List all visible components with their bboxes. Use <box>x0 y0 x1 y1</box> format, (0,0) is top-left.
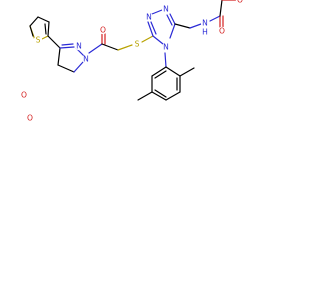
pyrazoline-nitrogen-atom: N <box>81 55 91 64</box>
triazole-bond <box>152 35 164 45</box>
amide-hydrogen-atom: H <box>201 28 209 37</box>
svg-text:O: O <box>219 27 225 36</box>
thiophene-bond <box>29 25 34 37</box>
triazole-nitrogen-atom: N <box>161 43 171 52</box>
n-acyl-bond <box>88 43 103 54</box>
nh-amide-bond <box>209 15 221 22</box>
n4-aryl-bond <box>164 52 167 68</box>
acyl-ch2-bond <box>101 43 119 51</box>
aryl-inner-bond <box>154 70 167 79</box>
thiophene-pyrazoline-bond <box>47 35 61 49</box>
bonds <box>29 0 237 101</box>
triazole-bond <box>151 9 163 15</box>
svg-text:H: H <box>202 28 208 37</box>
pyrazoline-nitrogen-atom: N <box>74 42 84 51</box>
carbonyl-oxygen-atom: O <box>98 26 108 35</box>
aryl-bond <box>165 91 181 101</box>
pyrazoline-bond <box>57 47 61 66</box>
pyrazoline-bond <box>59 46 75 49</box>
s-triazole-bond <box>141 35 154 43</box>
pyrazoline-bond <box>73 61 84 73</box>
svg-text:O: O <box>100 26 106 35</box>
aryl-bond <box>151 66 167 77</box>
triazole-bond <box>147 21 154 37</box>
thiophene-bond <box>37 16 50 23</box>
methoxy-oxygen-atom: O <box>19 91 29 100</box>
triazole-double-bond <box>150 21 157 35</box>
amide-oxygen-atom: O <box>217 27 227 36</box>
triazole-double-bond <box>166 14 173 26</box>
amide-nitrogen-atom: N <box>200 19 210 28</box>
pyrazoline-double-bond <box>61 43 74 46</box>
methyl-bond <box>179 67 195 77</box>
svg-text:N: N <box>83 55 89 64</box>
triazole-nitrogen-atom: N <box>144 13 154 22</box>
triazole-bond <box>169 13 176 25</box>
atom-labels: S N N O S N N N <box>19 0 245 123</box>
svg-text:N: N <box>146 13 152 22</box>
svg-text:N: N <box>76 42 82 51</box>
svg-text:O: O <box>27 114 33 123</box>
ether-oxygen-atom: O <box>235 0 245 5</box>
aryl-bond <box>151 91 167 101</box>
triazole-nitrogen-atom: N <box>161 5 171 14</box>
ch2-nh-bond <box>189 23 202 29</box>
thiophene-bond <box>47 21 50 37</box>
svg-text:N: N <box>163 5 169 14</box>
thiophene-bond <box>29 16 39 27</box>
methoxy-oxygen-atom: O <box>25 114 35 123</box>
svg-text:O: O <box>237 0 243 5</box>
triazole-bond <box>169 23 176 39</box>
thiophene-bond <box>44 23 47 35</box>
triazole-ch2-bond <box>174 23 191 29</box>
svg-text:N: N <box>202 19 208 28</box>
svg-text:N: N <box>163 43 169 52</box>
ch2-s-bond <box>117 44 133 51</box>
svg-text:O: O <box>21 91 27 100</box>
svg-text:S: S <box>36 36 41 45</box>
molecule-structure: S N N O S N N N <box>19 0 245 123</box>
thiophene-sulfur-atom: S <box>33 36 43 45</box>
pyrazoline-bond <box>57 64 75 73</box>
svg-text:S: S <box>135 40 140 49</box>
aryl-bond <box>165 66 181 77</box>
methyl-bond <box>137 91 153 101</box>
thioether-sulfur-atom: S <box>132 40 142 49</box>
amide-ch2-bond <box>219 0 223 17</box>
aryl-inner-bond <box>154 89 167 98</box>
